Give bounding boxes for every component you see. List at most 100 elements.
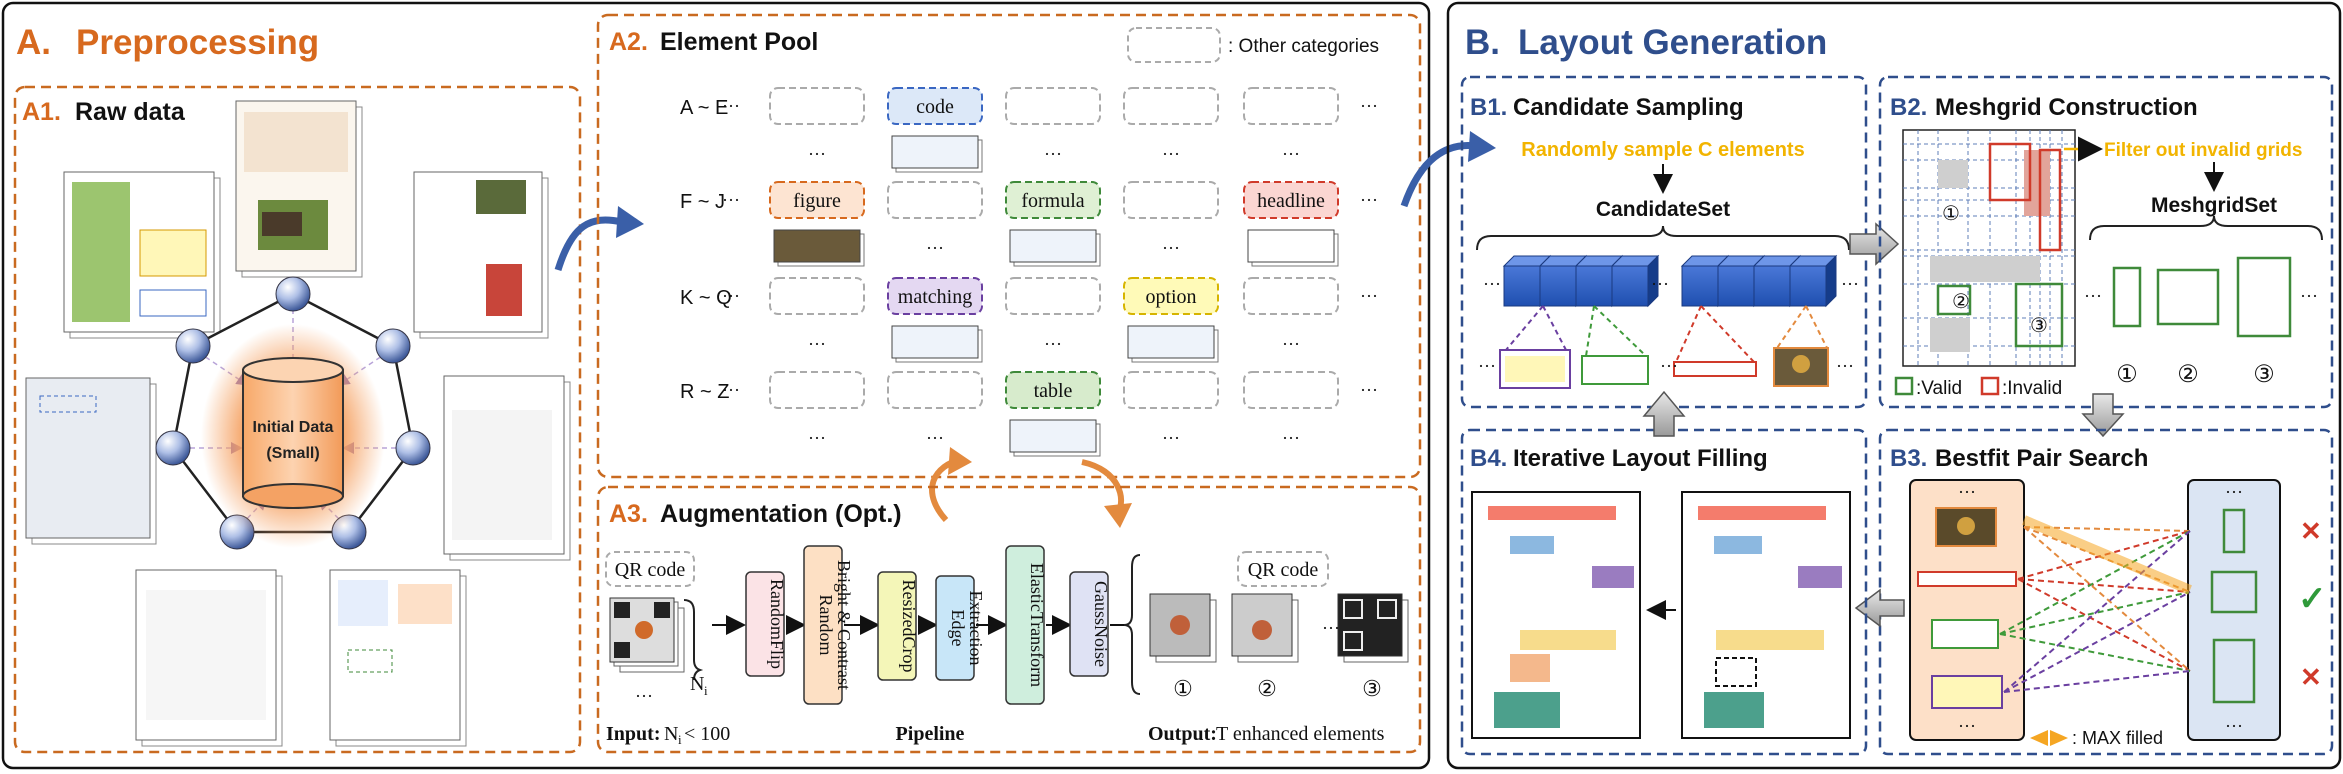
raw-doc-6 xyxy=(135,569,283,747)
pool-cell-other xyxy=(769,371,865,409)
qr-output-1 xyxy=(1149,593,1217,663)
input-ellipsis: ··· xyxy=(635,686,653,706)
pool-cell-figure xyxy=(769,181,865,219)
grid-candidate-2 xyxy=(2210,570,2258,614)
pool-sample-ellipsis: ··· xyxy=(1044,334,1062,354)
candidate-cube xyxy=(1611,265,1649,307)
pair-line xyxy=(2023,526,2191,532)
raw-doc-7 xyxy=(329,569,467,747)
mesh-num-3: ③ xyxy=(2253,362,2275,388)
a3-box xyxy=(596,485,1422,754)
pipeline-step-label: RandomFlip xyxy=(767,579,787,669)
b3-to-b4-arrow xyxy=(1854,588,1905,628)
legend-other-box xyxy=(1127,27,1221,63)
qr-output-label-box xyxy=(1237,551,1329,587)
network-node xyxy=(155,430,191,466)
layout-page-before xyxy=(1681,491,1851,739)
panel-a-frame xyxy=(1,1,1431,770)
pool-sample xyxy=(1009,229,1097,263)
panel-b-letter: B. xyxy=(1465,23,1500,62)
pair-line xyxy=(2023,526,2191,672)
pool-cell-other xyxy=(769,277,865,315)
pipeline-step-box xyxy=(935,575,975,681)
qr-output-label: QR code xyxy=(1248,559,1319,581)
legend-invalid-swatch xyxy=(1980,376,2000,396)
elem-formula xyxy=(1931,619,1999,649)
pool-sample xyxy=(1247,229,1335,263)
max-filled-highlight xyxy=(2022,515,2192,595)
pool-sample-ellipsis: ··· xyxy=(1162,428,1180,448)
meshgrid-item-1 xyxy=(2112,266,2142,328)
pool-sample xyxy=(891,325,979,359)
ni-label: N xyxy=(690,673,704,695)
mesh-ellipsis-r: ··· xyxy=(2300,286,2318,306)
pool-sample-ellipsis: ··· xyxy=(1282,334,1300,354)
pool-cell-option xyxy=(1123,277,1219,315)
pool-cell-other xyxy=(1243,371,1339,409)
pipeline-step-box xyxy=(1005,545,1045,705)
pool-label-matching: matching xyxy=(898,286,972,308)
pool-label-formula: formula xyxy=(1021,190,1084,212)
pool-sample-ellipsis: ··· xyxy=(1162,144,1180,164)
cube-ellipsis-l: ··· xyxy=(1483,274,1501,294)
meshgrid-brace xyxy=(2089,215,2323,241)
pool-cell-other xyxy=(1123,87,1219,125)
pool-sample-ellipsis: ··· xyxy=(1282,144,1300,164)
b4-title: Iterative Layout Filling xyxy=(1513,445,1768,472)
panel-a-letter: A. xyxy=(16,23,51,62)
qr-input-stack xyxy=(609,597,685,673)
pool-cell-other xyxy=(1123,181,1219,219)
pair-line xyxy=(2017,578,2191,593)
pool-cell-headline xyxy=(1243,181,1339,219)
a-to-b-arrow xyxy=(1400,141,1477,208)
hub-line-2: (Small) xyxy=(266,445,319,462)
cube-side xyxy=(1825,254,1837,308)
mesh-num-2: ② xyxy=(2177,362,2199,388)
grid-ellipsis-top: ··· xyxy=(2225,482,2243,502)
grid-num-1: ① xyxy=(1942,203,1960,225)
output-num-1: ① xyxy=(1173,676,1193,701)
cube-ellipsis-r: ··· xyxy=(1841,274,1859,294)
output-ellipsis: ··· xyxy=(1322,618,1340,638)
b4-tag: B4. xyxy=(1470,445,1507,472)
pair-line xyxy=(2017,578,2191,672)
pool-label-table: table xyxy=(1034,380,1073,402)
candidate-cubes xyxy=(1502,254,1838,308)
legend-other-text: : Other categories xyxy=(1228,36,1379,57)
pipeline-step-label: ResizedCrop xyxy=(899,580,919,673)
a3-tag: A3. xyxy=(609,500,648,528)
row-ellipsis-left: ··· xyxy=(722,286,740,306)
meshgrid: ① ② ③ xyxy=(1902,129,2076,367)
pipeline-step-label: Random xyxy=(816,595,836,656)
input-label: Input: xyxy=(606,723,660,745)
b3-box xyxy=(1878,428,2334,756)
b2-to-b3-arrow xyxy=(2081,393,2125,438)
pool-cell-formula xyxy=(1005,181,1101,219)
a1-tag: A1. xyxy=(22,98,61,126)
grid-num-3: ③ xyxy=(2030,315,2048,337)
grid-column xyxy=(2187,479,2281,741)
legend-valid-swatch xyxy=(1894,376,1914,396)
pool-sample-ellipsis: ··· xyxy=(808,428,826,448)
pair-line xyxy=(2003,530,2191,693)
candidate-brace xyxy=(1476,225,1850,251)
sample-ellipsis-m: ··· xyxy=(1660,356,1678,376)
row-ellipsis-right: ··· xyxy=(1360,380,1378,400)
ni-sub: i xyxy=(704,683,708,698)
layout-page-after xyxy=(1471,491,1641,739)
pipeline-step-box xyxy=(803,545,843,705)
candidate-samples xyxy=(1499,305,1829,389)
grid-candidate-1 xyxy=(2222,508,2246,554)
a2-to-a3-arrow xyxy=(1081,459,1124,514)
max-filled-icon xyxy=(2030,730,2068,746)
elem-headline xyxy=(1917,571,2017,587)
row-ellipsis-left: ··· xyxy=(722,190,740,210)
pool-sample-ellipsis: ··· xyxy=(1162,238,1180,258)
mark-2: ✓ xyxy=(2298,580,2327,618)
b1-sample-text: Randomly sample C elements xyxy=(1521,139,1804,161)
network-nodes xyxy=(155,276,431,550)
pipeline-step-box xyxy=(877,571,917,681)
row-ellipsis-right: ··· xyxy=(1360,96,1378,116)
pair-line xyxy=(1999,591,2191,635)
